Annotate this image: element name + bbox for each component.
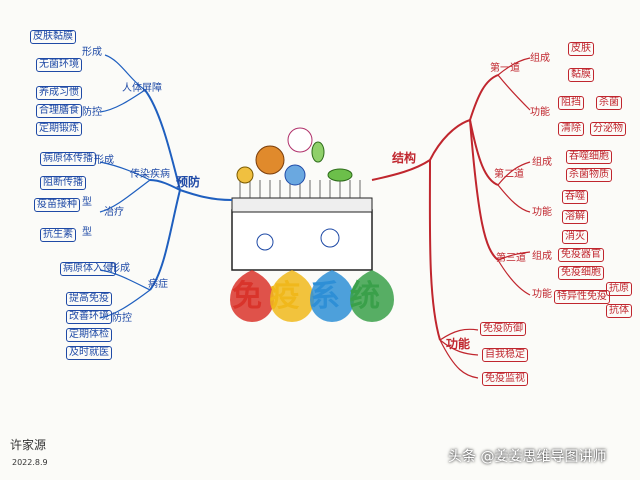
germ-blue bbox=[284, 164, 306, 186]
germ-bacillus bbox=[311, 141, 325, 163]
title-char-2: 疫 bbox=[270, 279, 300, 314]
cell-inner-1 bbox=[256, 233, 274, 251]
signature-name: 许家源 bbox=[10, 438, 47, 452]
drop-red bbox=[230, 270, 274, 322]
right-b2-g2-leaf-2: 溶解 bbox=[562, 210, 588, 224]
left-branches bbox=[99, 54, 233, 319]
germ-virus bbox=[287, 127, 313, 153]
germ-green bbox=[327, 168, 353, 182]
title-char-1: 免 bbox=[232, 279, 262, 314]
right-b1-g2-leaf-4: 分泌物 bbox=[590, 122, 626, 136]
drop-green bbox=[350, 270, 394, 322]
right-function-label: 功能 bbox=[446, 337, 471, 351]
right-b2-g1-leaf-1: 吞噬细胞 bbox=[566, 150, 612, 164]
left-b3-leaf-1: 病原体入侵 bbox=[60, 262, 116, 276]
left-b2-leaf-2: 阻断传播 bbox=[40, 176, 86, 190]
right-function-3: 免疫监视 bbox=[482, 372, 528, 386]
right-b1-group2: 功能 bbox=[530, 107, 550, 118]
right-b3-group1: 组成 bbox=[532, 251, 552, 262]
left-b2-mid: 形成 bbox=[94, 155, 114, 166]
left-b1-mid: 形成 bbox=[82, 47, 102, 58]
left-b3-leaf-3: 改善环境 bbox=[66, 310, 112, 324]
cell-membrane bbox=[231, 197, 373, 213]
right-b1-g2-leaf-1: 阻挡 bbox=[558, 96, 584, 110]
left-b1-leaf-2: 无菌环境 bbox=[36, 58, 82, 72]
cell-body bbox=[231, 209, 373, 271]
left-b2-leaf-3: 疫苗接种 bbox=[34, 198, 80, 212]
left-b1-label: 人体屏障 bbox=[122, 83, 162, 94]
germ-orange bbox=[255, 145, 285, 175]
left-b3-mid2: 防控 bbox=[112, 313, 132, 324]
left-b1-leaf-1: 皮肤黏膜 bbox=[30, 30, 76, 44]
central-illustration bbox=[230, 127, 394, 322]
right-b2-g1-leaf-2: 杀菌物质 bbox=[566, 168, 612, 182]
left-b3-label: 病症 bbox=[148, 279, 168, 290]
right-b3-g1-leaf-2: 免疫细胞 bbox=[558, 266, 604, 280]
right-b3-g2-leaf-2: 抗原 bbox=[606, 282, 632, 296]
left-b1-leaf-5: 定期锻炼 bbox=[36, 122, 82, 136]
left-b1-mid2: 防控 bbox=[82, 107, 102, 118]
right-b2-g2-leaf-3: 消灭 bbox=[562, 230, 588, 244]
drop-blue bbox=[310, 270, 354, 322]
left-b3-mid: 形成 bbox=[110, 263, 130, 274]
right-function-1: 免疫防御 bbox=[480, 322, 526, 336]
left-b3-leaf-4: 定期体检 bbox=[66, 328, 112, 342]
right-b2-group2: 功能 bbox=[532, 207, 552, 218]
cell-inner-2 bbox=[320, 228, 340, 248]
right-b2-label: 第二道 bbox=[494, 169, 524, 180]
title-char-3: 系 bbox=[310, 279, 340, 314]
right-b1-g1-leaf-1: 皮肤 bbox=[568, 42, 594, 56]
right-b1-g2-leaf-2: 清除 bbox=[558, 122, 584, 136]
right-b3-g2-leaf-3: 抗体 bbox=[606, 304, 632, 318]
right-b3-g1-leaf-1: 免疫器官 bbox=[558, 248, 604, 262]
watermark: 头条 @姜姜思维导图讲师 bbox=[448, 449, 607, 465]
drop-yellow bbox=[270, 270, 314, 322]
left-b2-type-1: 型 bbox=[82, 197, 92, 208]
signature-date: 2022.8.9 bbox=[12, 458, 48, 467]
right-b1-group1: 组成 bbox=[530, 53, 550, 64]
left-b3-leaf-2: 提高免疫 bbox=[66, 292, 112, 306]
left-b2-leaf-1: 病原体传播 bbox=[40, 152, 96, 166]
title-char-4: 统 bbox=[350, 279, 380, 314]
left-b3-leaf-5: 及时就医 bbox=[66, 346, 112, 360]
right-b2-g2-leaf-1: 吞噬 bbox=[562, 190, 588, 204]
right-main-label: 结构 bbox=[392, 151, 417, 165]
right-branches bbox=[371, 57, 531, 379]
left-b2-type-2: 型 bbox=[82, 227, 92, 238]
left-b2-leaf-4: 抗生素 bbox=[40, 228, 76, 242]
right-b1-g2-leaf-3: 杀菌 bbox=[596, 96, 622, 110]
left-main-label: 预防 bbox=[176, 175, 201, 189]
right-b3-label: 第三道 bbox=[496, 253, 526, 264]
germ-yellow bbox=[236, 166, 254, 184]
right-b3-group2: 功能 bbox=[532, 289, 552, 300]
left-b2-mid2: 治疗 bbox=[104, 207, 124, 218]
right-function-2: 自我稳定 bbox=[482, 348, 528, 362]
left-b1-leaf-4: 合理膳食 bbox=[36, 104, 82, 118]
right-b3-g2-leaf-1: 特异性免疫 bbox=[554, 290, 610, 304]
right-b1-label: 第一道 bbox=[490, 63, 520, 74]
right-b1-g1-leaf-2: 黏膜 bbox=[568, 68, 594, 82]
left-b2-label: 传染疾病 bbox=[130, 169, 170, 180]
left-b1-leaf-3: 养成习惯 bbox=[36, 86, 82, 100]
right-b2-group1: 组成 bbox=[532, 157, 552, 168]
